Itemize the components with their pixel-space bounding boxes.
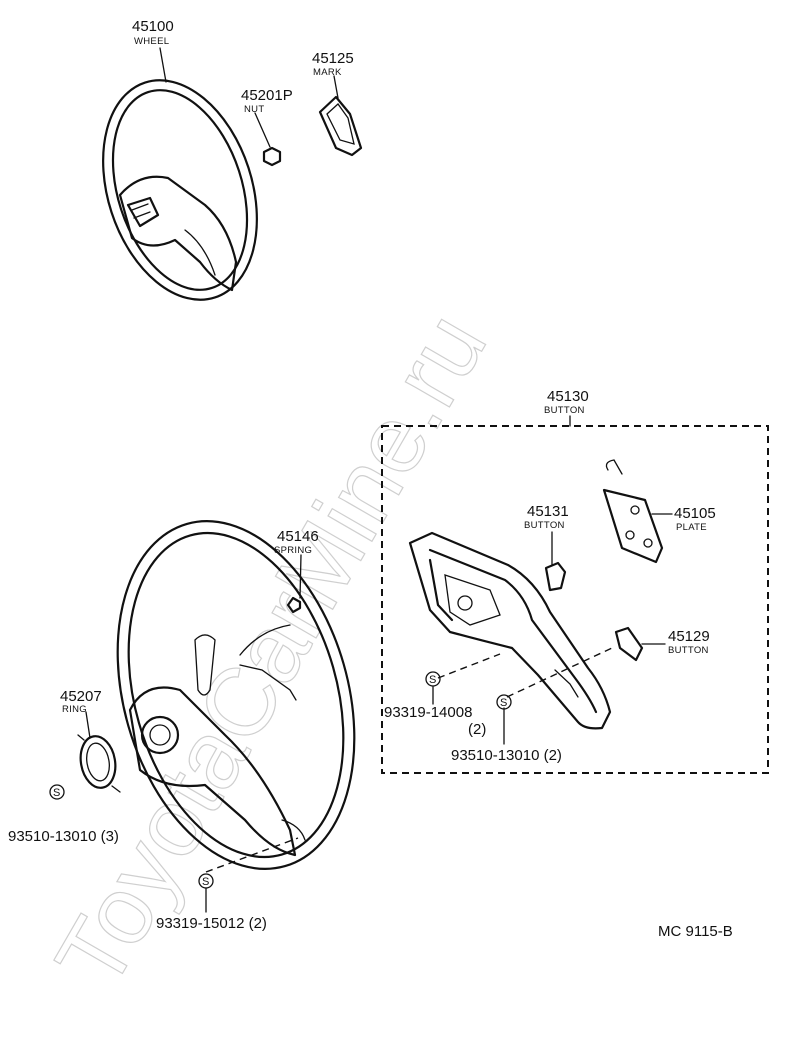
- label-45100: 45100 WHEEL: [132, 18, 174, 47]
- label-45146: 45146 SPRING: [274, 528, 319, 556]
- fastener-93319-15012: S 93319-15012 (2): [156, 873, 267, 932]
- svg-text:93510-13010 (3): 93510-13010 (3): [8, 828, 119, 845]
- svg-text:MARK: MARK: [313, 67, 342, 78]
- label-45129: 45129 BUTTON: [668, 628, 710, 656]
- svg-text:45130: 45130: [547, 388, 589, 405]
- diagram-code: MC 9115-B: [658, 923, 733, 940]
- svg-text:93319-14008: 93319-14008: [384, 704, 472, 721]
- svg-text:45207: 45207: [60, 688, 102, 705]
- svg-text:BUTTON: BUTTON: [524, 520, 565, 531]
- label-45105: 45105 PLATE: [674, 505, 716, 533]
- svg-text:45105: 45105: [674, 505, 716, 522]
- watermark: ToyotaCarMine.ru: [36, 296, 507, 1006]
- svg-text:93510-13010 (2): 93510-13010 (2): [451, 747, 562, 764]
- svg-text:45131: 45131: [527, 503, 569, 520]
- svg-text:NUT: NUT: [244, 104, 264, 115]
- steering-wheel-upper: [102, 79, 258, 301]
- svg-text:WHEEL: WHEEL: [134, 36, 169, 47]
- fastener-93510-13010-box: S 93510-13010 (2): [451, 694, 562, 764]
- nut-part: [254, 112, 282, 167]
- svg-text:45146: 45146: [277, 528, 319, 545]
- mark-part: [318, 75, 363, 157]
- svg-text:PLATE: PLATE: [676, 522, 707, 533]
- svg-text:93319-15012 (2): 93319-15012 (2): [156, 915, 267, 932]
- label-45207: 45207 RING: [60, 688, 102, 715]
- label-45201p: 45201P NUT: [241, 87, 293, 115]
- svg-text:S: S: [53, 787, 60, 799]
- svg-text:S: S: [202, 876, 209, 888]
- svg-text:45129: 45129: [668, 628, 710, 645]
- fastener-93319-14008: S 93319-14008 (2): [384, 671, 486, 738]
- label-45130: 45130 BUTTON: [544, 388, 589, 416]
- label-45131: 45131 BUTTON: [524, 503, 569, 531]
- svg-text:45100: 45100: [132, 18, 174, 35]
- steering-wheel-lower: [116, 520, 356, 870]
- svg-text:BUTTON: BUTTON: [544, 405, 585, 416]
- svg-text:S: S: [500, 697, 507, 709]
- button-assembly-box: [381, 415, 769, 774]
- spring-part: [286, 554, 302, 614]
- fastener-93510-13010-left: S 93510-13010 (3): [8, 784, 119, 845]
- svg-text:SPRING: SPRING: [274, 545, 312, 556]
- svg-text:45125: 45125: [312, 50, 354, 67]
- svg-text:BUTTON: BUTTON: [668, 645, 709, 656]
- svg-text:(2): (2): [468, 721, 486, 738]
- svg-text:RING: RING: [62, 704, 87, 715]
- ring-part: [77, 711, 121, 793]
- svg-text:45201P: 45201P: [241, 87, 293, 104]
- label-45125: 45125 MARK: [312, 50, 354, 78]
- svg-text:S: S: [429, 674, 436, 686]
